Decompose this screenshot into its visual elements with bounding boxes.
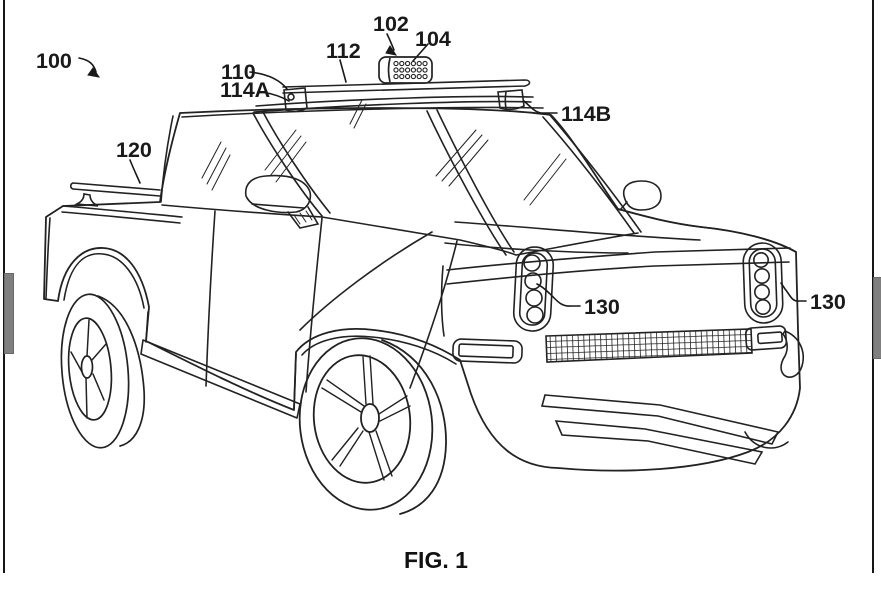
front-rim (312, 354, 412, 484)
rack-mount-rear (497, 89, 525, 111)
arrowhead-100 (87, 67, 101, 78)
front-arch-inner (301, 335, 457, 365)
ref-label-110: 110 (221, 60, 256, 84)
bed-rail (69, 182, 161, 197)
left-light-pod (512, 246, 555, 332)
tailgate-edge (45, 217, 51, 299)
leader-130-left (536, 283, 581, 307)
ref-label-104: 104 (415, 27, 451, 51)
ref-label-102: 102 (373, 12, 409, 36)
right-front-tire-peek (744, 431, 789, 449)
side-details (63, 217, 458, 419)
leader-100 (78, 57, 97, 73)
rear-hub (80, 355, 94, 379)
ref-label-130L: 130 (584, 295, 620, 319)
rear-rim (67, 317, 113, 421)
rear-tire (60, 293, 130, 449)
rocker-panel (140, 339, 301, 419)
ref-label-130R: 130 (810, 290, 846, 314)
front-door-seam (305, 217, 323, 393)
front-hub (360, 403, 380, 433)
fender-flare-edges (145, 311, 297, 409)
roof-rack (253, 79, 534, 113)
windshield-edge (542, 113, 642, 234)
fascia-near-edge (440, 265, 445, 337)
ref-label-112: 112 (326, 39, 361, 63)
leader-lines (78, 33, 807, 307)
right-light-pod (742, 242, 784, 324)
leader-114B (523, 100, 558, 114)
truck-bed (45, 115, 216, 387)
left-mirror-arm-hatch (293, 210, 313, 225)
front-spokes (321, 355, 411, 481)
front-wheel (298, 337, 447, 515)
right-fog-lamp (744, 325, 788, 351)
sensor-dot-grid (393, 60, 428, 80)
rack-mount-bolt (287, 93, 295, 101)
figure-caption: FIG. 1 (404, 547, 468, 573)
ref-label-120: 120 (116, 138, 152, 162)
cab-rear-edge (160, 115, 174, 203)
left-mirror-line (251, 203, 305, 209)
sensor-module (378, 56, 433, 84)
ref-label-114A: 114A (220, 78, 270, 102)
right-scroll-thumb[interactable] (873, 277, 881, 359)
leader-110 (249, 71, 288, 90)
left-mirror-arm (287, 206, 320, 229)
left-fog-lamp (452, 338, 523, 364)
door-front-seam (409, 240, 458, 389)
leader-120 (129, 159, 141, 184)
rear-arch-inner (63, 253, 145, 309)
leader-104 (412, 43, 429, 62)
leader-130-right (780, 282, 807, 302)
front-tire-tread (381, 339, 447, 515)
grille-band (545, 328, 753, 363)
left-scroll-thumb[interactable] (4, 273, 14, 354)
a-pillar (252, 111, 331, 217)
front-end (299, 208, 804, 465)
truck-body-outline (43, 107, 801, 472)
ref-label-114B: 114B (561, 102, 611, 126)
leader-114A (261, 91, 290, 102)
rear-spokes (70, 319, 107, 419)
ref-label-100: 100 (36, 49, 72, 73)
hood-leading-edge (617, 208, 797, 253)
rear-wheel (60, 293, 146, 449)
leader-102 (386, 33, 395, 51)
bed-rail-mount (74, 193, 99, 207)
bed-top-edge (61, 205, 183, 224)
hood-creases (444, 221, 701, 254)
roofline-inner (181, 106, 544, 118)
mid-pillar (426, 109, 515, 256)
bumper-corner-vent (780, 330, 804, 378)
left-mirror (244, 174, 312, 214)
sensor-module-endcap (387, 57, 391, 83)
arrowhead-102 (385, 45, 398, 56)
glass-hatching (201, 99, 567, 206)
headlight-bar (446, 247, 791, 285)
skid-plate (540, 394, 780, 465)
right-mirror-stem (619, 201, 628, 211)
front-tire (298, 337, 434, 511)
right-mirror (622, 180, 662, 211)
leader-112 (339, 59, 347, 83)
rear-tire-tread (97, 295, 146, 447)
